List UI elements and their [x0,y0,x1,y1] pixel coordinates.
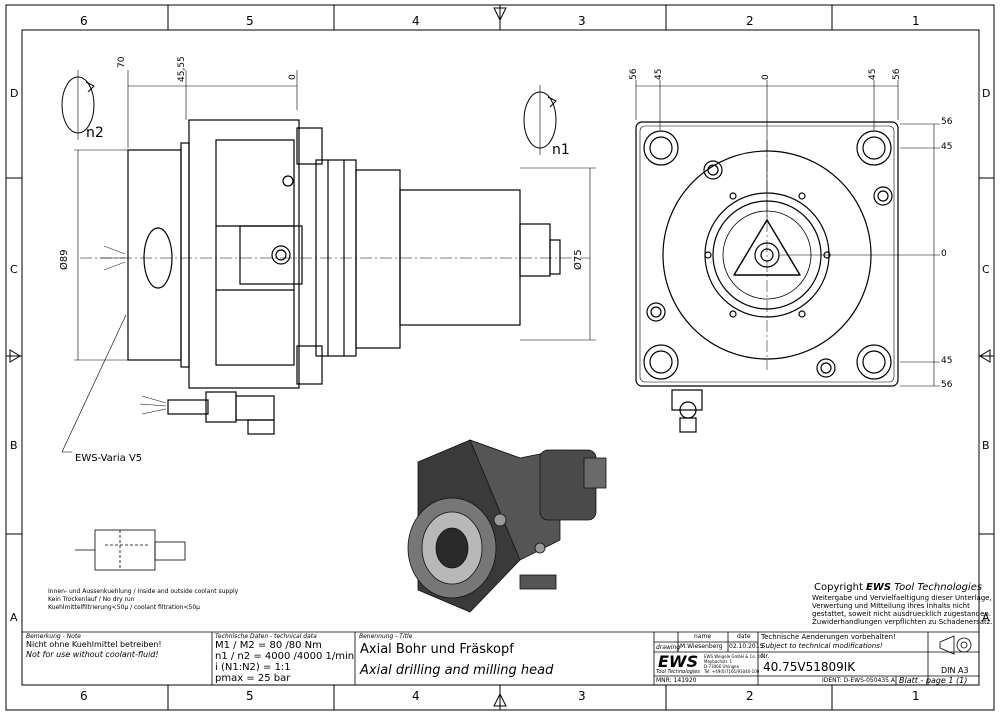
zone-row-b-right: B [982,439,990,452]
copyright-title: Copyright EWS Tool Technologies [814,582,983,593]
tech-row-ratio: i (N1:N2) = 1:1 [215,662,291,673]
tech-row-speed: n1 / n2 = 4000 /4000 1/min [215,651,355,662]
coolant-note-2: Kein Trockenlauf / No dry run [48,596,135,603]
tech-header: Technische Daten - technical data [215,633,317,640]
zone-col-2-bottom: 2 [746,689,754,703]
ews-logo-sub: Tool Technologies [656,669,700,675]
mnr: MNR: 141920 [656,677,697,684]
dim-diameter-75: Ø75 [573,249,584,270]
zone-col-4-top: 4 [412,14,420,28]
zone-col-2-top: 2 [746,14,754,28]
zone-col-5-top: 5 [246,14,254,28]
ident: IDENT: D-EWS-050435 A [822,677,896,684]
dim-0-side: 0 [288,74,298,80]
copyright-line-3: gestattet, soweit nicht ausdruecklich zu… [812,610,992,618]
dim-70: 70 [117,56,127,68]
name-col-header: name [694,633,712,640]
drawing-title-de: Axial Bohr und Fräskopf [360,642,514,657]
zone-col-1-bottom: 1 [912,689,920,703]
zone-row-d-right: D [982,87,991,100]
zone-col-3-top: 3 [578,14,586,28]
tech-row-pressure: pmax = 25 bar [215,673,291,684]
modification-de: Technische Aenderungen vorbehalten! [761,633,896,641]
rotation-label-n1: n1 [552,142,570,158]
ews-logo: EWS [658,652,699,671]
zone-row-c-right: C [982,263,990,276]
front-dim-top-56-left: 56 [629,68,639,80]
drawing-title-en: Axial drilling and milling head [360,663,554,678]
drawn-date: 02.10.2015 [729,643,764,650]
part-number: 40.75V51809IK [763,660,856,674]
company-line-3: D-73066 Uhingen [704,664,740,669]
front-view [635,80,940,433]
rotation-label-n2: n2 [86,125,104,141]
note-en: Not for use without coolant-fluid! [26,650,159,659]
coolant-note-1: Innen- und Aussenkuehlung / Inside and o… [48,588,239,595]
front-dim-top-45-left: 45 [654,68,664,80]
front-dim-right-56-bottom: 56 [941,380,953,390]
company-line-4: Tel. +49(0)7161/93040-100 [704,669,760,674]
copyright-line-1: Weitergabe und Vervielfaeltigung dieser … [812,594,992,602]
zone-col-6-bottom: 6 [80,689,88,703]
drawing-label: drawing [656,644,681,651]
front-dim-right-56-top: 56 [941,117,953,127]
modification-en: Subject to technical modifications! [761,642,883,650]
front-dim-top-0: 0 [761,74,771,80]
note-de: Nicht ohne Kuehlmittel betreiben! [26,640,162,649]
title-block-grid [22,631,979,685]
zone-row-a-left: A [10,611,18,624]
paper-standard: DIN A3 [941,666,969,675]
company-line-2: Maybachstr. 1 [704,659,733,664]
nr-label: Nr. [761,653,770,660]
callout-ews-varia: EWS-Varia V5 [75,453,143,464]
company-line-1: EWS Weigele GmbH & Co. KG [704,654,764,659]
side-view [61,70,596,453]
zone-row-c-left: C [10,263,18,276]
copyright-line-4: Zuwiderhandlungen verpflichten zu Schade… [812,618,993,626]
front-dim-right-0: 0 [941,249,947,259]
zone-col-5-bottom: 5 [246,689,254,703]
front-dim-right-45-bottom: 45 [941,356,953,366]
front-dim-top-56-right: 56 [892,68,902,80]
zone-col-6-top: 6 [80,14,88,28]
tech-row-torque: M1 / M2 = 80 /80 Nm [215,640,322,651]
coolant-schematic [75,529,186,571]
drawn-by: M.Wiesenberg [680,643,723,650]
copyright-line-2: Verwertung und Mitteilung ihres Inhalts … [812,602,970,610]
dim-diameter-89: Ø89 [59,249,70,270]
zone-row-a-right: A [982,611,990,624]
zone-col-1-top: 1 [912,14,920,28]
sheet-number: Blatt - page 1 (1) [899,676,968,685]
dim-45-55: 45,55 [177,56,187,82]
title-header: Benennung - Title [359,633,413,640]
zone-row-b-left: B [10,439,18,452]
coolant-note-3: Kuehlmittelfiltrierung<50µ / coolant fil… [48,604,200,611]
zone-row-d-left: D [10,87,19,100]
center-marks [9,5,991,707]
zone-col-3-bottom: 3 [578,689,586,703]
front-dim-right-45-top: 45 [941,142,953,152]
front-dim-top-45-right: 45 [868,68,878,80]
date-col-header: date [737,633,751,640]
isometric-view [407,439,607,613]
zone-col-4-bottom: 4 [412,689,420,703]
note-header: Bemerkung - Note [26,633,81,640]
